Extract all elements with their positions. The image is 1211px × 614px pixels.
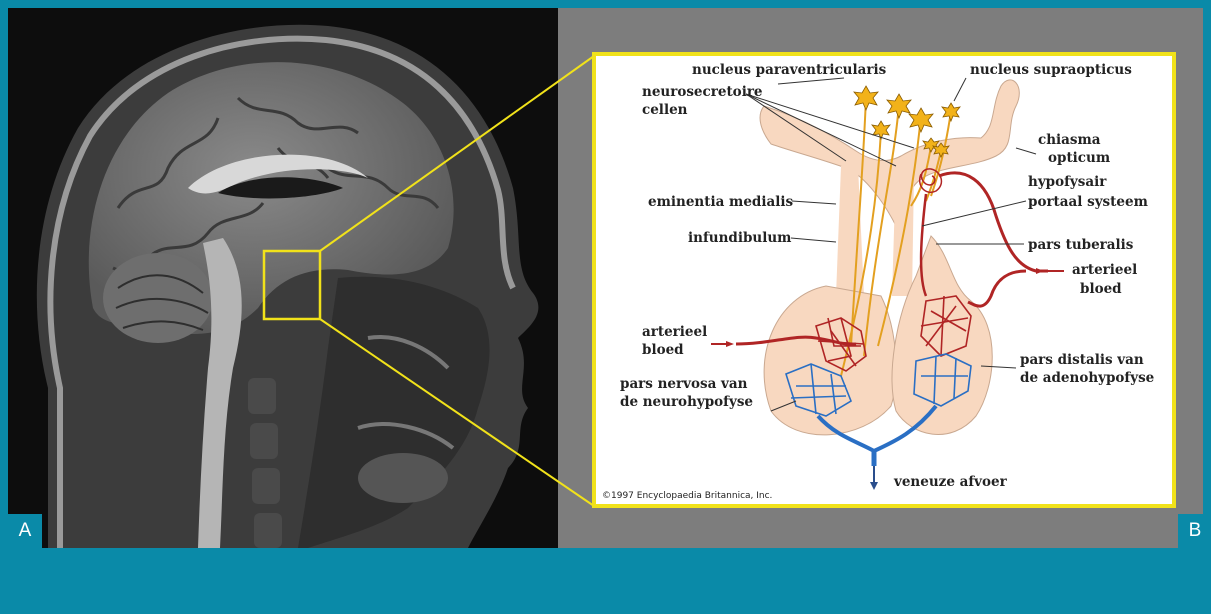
label-chiasma: chiasma — [1038, 132, 1101, 148]
label-nucleus-paraventricularis: nucleus paraventricularis — [692, 62, 887, 78]
label-arterieel-left: arterieel — [642, 324, 707, 340]
label-nucleus-supraopticus: nucleus supraopticus — [970, 62, 1132, 78]
label-neurosecretoire: neurosecretoire — [642, 84, 763, 100]
label-eminentia-medialis: eminentia medialis — [648, 194, 793, 210]
label-bloed-left: bloed — [642, 342, 684, 358]
label-hypofysair: hypofysair — [1028, 174, 1107, 190]
mri-sagittal-image — [8, 8, 558, 548]
label-bloed-right: bloed — [1080, 281, 1122, 297]
label-portaal-systeem: portaal systeem — [1028, 194, 1148, 210]
label-opticum: opticum — [1048, 150, 1110, 166]
panel-label-a: A — [8, 514, 42, 548]
label-veneuze-afvoer: veneuze afvoer — [893, 474, 1008, 490]
label-pars-distalis-2: de adenohypofyse — [1020, 370, 1154, 386]
copyright-notice: ©1997 Encyclopaedia Britannica, Inc. — [602, 491, 772, 501]
pituitary-diagram: nucleus paraventricularis nucleus suprao… — [596, 56, 1172, 504]
panel-label-b: B — [1178, 514, 1211, 548]
label-cellen: cellen — [642, 102, 688, 118]
label-pars-tuberalis: pars tuberalis — [1028, 237, 1134, 253]
label-arterieel-right: arterieel — [1072, 262, 1137, 278]
label-pars-distalis-1: pars distalis van — [1020, 352, 1144, 368]
label-pars-nervosa-1: pars nervosa van — [620, 376, 748, 392]
mri-panel — [8, 8, 558, 548]
pituitary-diagram-card: nucleus paraventricularis nucleus suprao… — [592, 52, 1176, 508]
label-infundibulum: infundibulum — [688, 230, 791, 246]
label-pars-nervosa-2: de neurohypofyse — [620, 394, 753, 410]
